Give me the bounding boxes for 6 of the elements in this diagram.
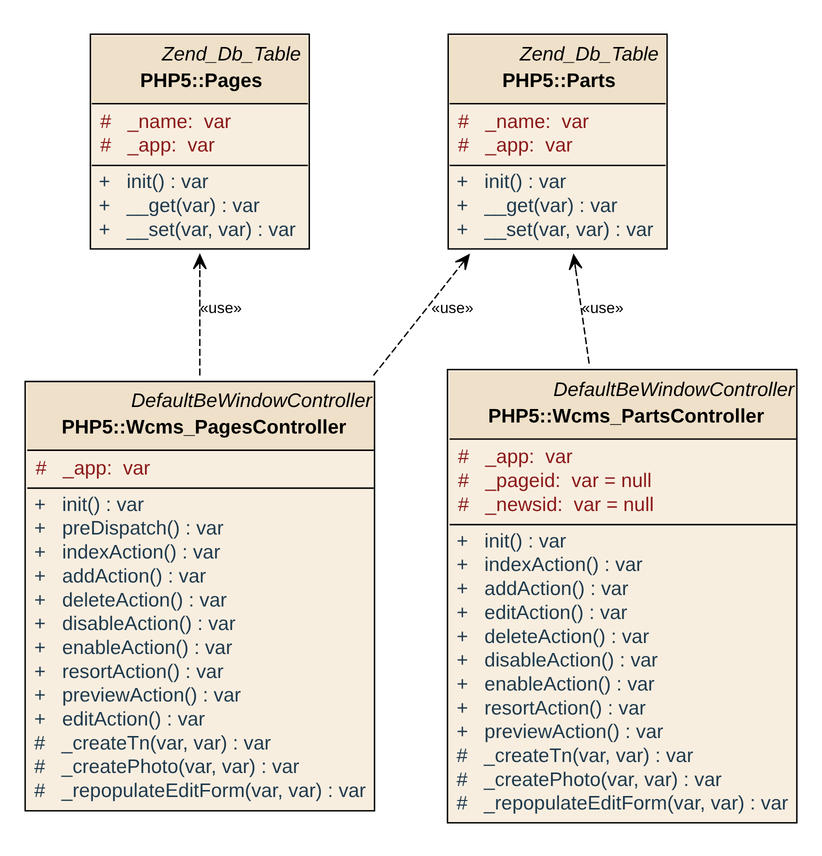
arrow [192,254,207,375]
edge-label: «use» [200,300,242,317]
edge-label: «use» [431,300,474,317]
arrow [568,254,590,364]
arrow [372,254,470,376]
edge-label: «use» [582,300,624,317]
